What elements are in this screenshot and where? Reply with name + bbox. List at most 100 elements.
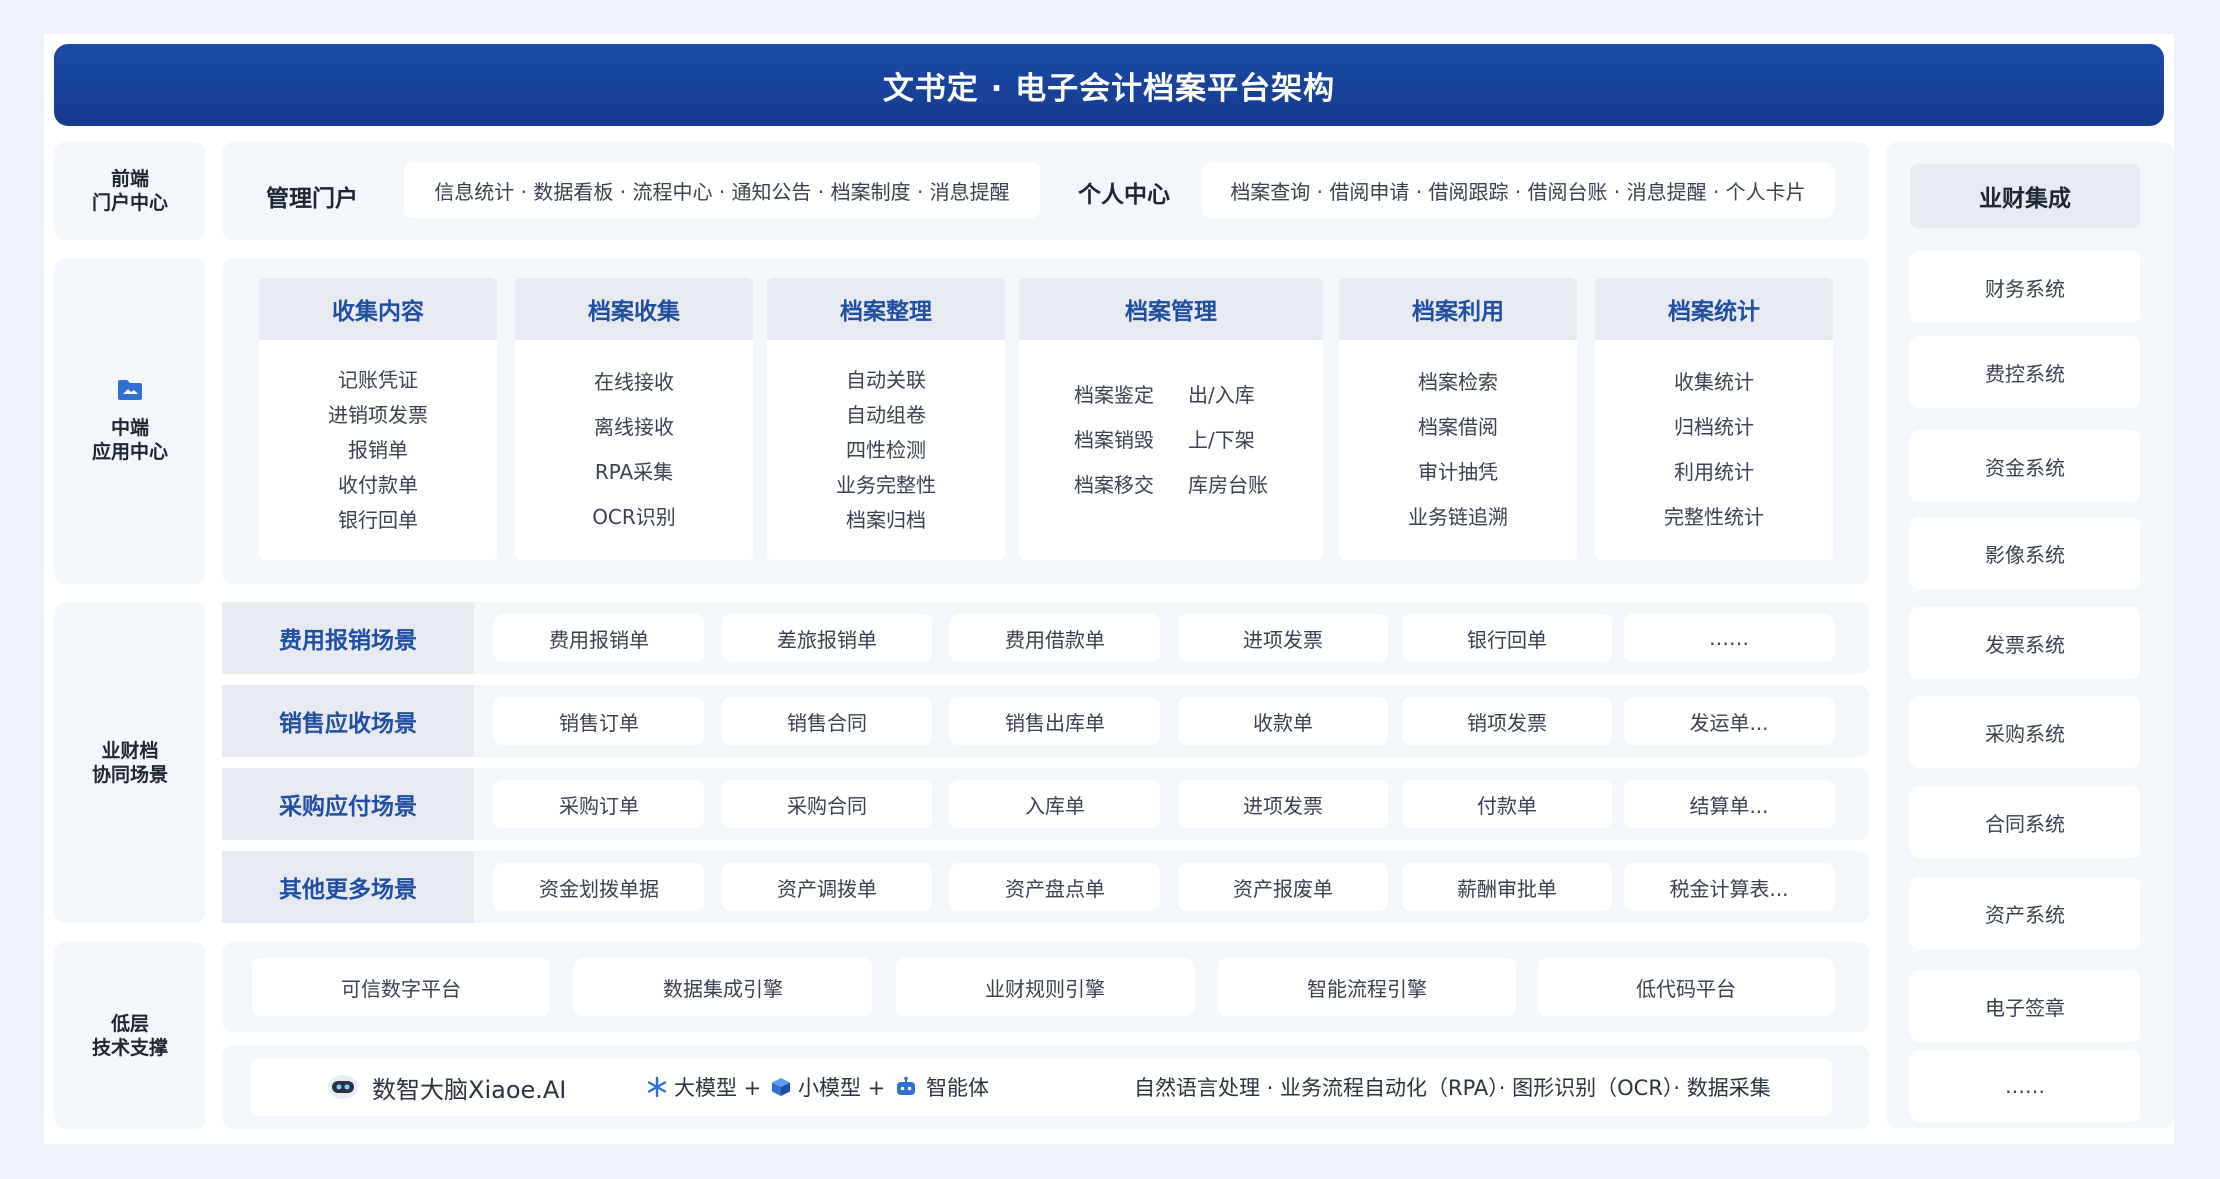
system-item[interactable]: …… <box>1910 1050 2140 1122</box>
scene-item[interactable]: 销售合同 <box>722 697 932 745</box>
platform-item[interactable]: 低代码平台 <box>1538 958 1834 1016</box>
col-item: 审计抽凭 <box>1418 460 1498 484</box>
cube-icon <box>772 1078 790 1096</box>
ai-brand-text: 数智大脑Xiaoe.AI <box>372 1075 567 1104</box>
scene-item[interactable]: 差旅报销单 <box>722 614 932 662</box>
col-item: 档案鉴定 <box>1074 382 1154 407</box>
col-body-archive-collect: 在线接收 离线接收 RPA采集 OCR识别 <box>515 340 753 560</box>
scene-item[interactable]: 付款单 <box>1402 780 1612 828</box>
system-item[interactable]: 费控系统 <box>1910 336 2140 408</box>
layer-label-front: 前端 门户中心 <box>54 142 206 240</box>
layer-label-bottom: 低层 技术支撑 <box>54 942 206 1129</box>
scene-item[interactable]: 进项发票 <box>1178 780 1388 828</box>
col-item: OCR识别 <box>592 505 676 529</box>
col-head-archive-manage: 档案管理 <box>1019 278 1323 340</box>
col-item: 档案销毁 <box>1074 427 1154 452</box>
platform-item[interactable]: 可信数字平台 <box>252 958 550 1016</box>
scene-item[interactable]: 采购订单 <box>494 780 704 828</box>
col-head-archive-stats: 档案统计 <box>1595 278 1833 340</box>
scene-item[interactable]: 销项发票 <box>1402 697 1612 745</box>
scene-item[interactable]: 进项发票 <box>1178 614 1388 662</box>
col-item: 利用统计 <box>1674 460 1754 484</box>
platform-item[interactable]: 数据集成引擎 <box>574 958 872 1016</box>
platform-item[interactable]: 业财规则引擎 <box>896 958 1194 1016</box>
scene-item[interactable]: 银行回单 <box>1402 614 1612 662</box>
scene-item[interactable]: 税金计算表... <box>1624 863 1834 911</box>
col-item: 收付款单 <box>338 472 418 497</box>
col-head-archive-organize: 档案整理 <box>767 278 1005 340</box>
col-item: 银行回单 <box>338 507 418 532</box>
scene-item[interactable]: 结算单... <box>1624 780 1834 828</box>
col-item: 四性检测 <box>846 437 926 462</box>
col-item: 档案借阅 <box>1418 415 1498 439</box>
scene-item[interactable]: 入库单 <box>950 780 1160 828</box>
title-bar: 文书定 · 电子会计档案平台架构 <box>54 44 2164 126</box>
col-item: 档案移交 <box>1074 472 1154 497</box>
col-body-archive-organize: 自动关联 自动组卷 四性检测 业务完整性 档案归档 <box>767 340 1005 560</box>
platform-item[interactable]: 智能流程引擎 <box>1218 958 1516 1016</box>
robot-icon <box>328 1075 358 1099</box>
mgmt-portal-label: 管理门户 <box>266 186 358 212</box>
scene-item[interactable]: 资产报废单 <box>1178 863 1388 911</box>
system-item[interactable]: 采购系统 <box>1910 696 2140 768</box>
layer-label-bottom-text: 低层 技术支撑 <box>91 1012 168 1059</box>
system-item[interactable]: 资产系统 <box>1910 877 2140 949</box>
ai-brand: 数智大脑Xiaoe.AI <box>326 1058 566 1116</box>
col-head-archive-use: 档案利用 <box>1339 278 1577 340</box>
scene-label-other: 其他更多场景 <box>222 851 474 923</box>
ai-model-large-text: 大模型 + <box>674 1076 762 1100</box>
col-body-collect-content: 记账凭证 进销项发票 报销单 收付款单 银行回单 <box>259 340 497 560</box>
scene-label-purchase: 采购应付场景 <box>222 768 474 840</box>
col-body-archive-manage: 档案鉴定 出/入库 档案销毁 上/下架 档案移交 库房台账 <box>1019 340 1323 560</box>
layer-label-middle: 中端 应用中心 <box>54 258 206 584</box>
page-title: 文书定 · 电子会计档案平台架构 <box>882 70 1336 107</box>
col-item: 离线接收 <box>594 415 674 439</box>
col-item: 档案检索 <box>1418 370 1498 394</box>
layer-label-middle-text: 中端 应用中心 <box>91 417 168 463</box>
col-item: 业务完整性 <box>836 472 936 497</box>
ai-agent: 智能体 <box>894 1058 989 1116</box>
snowflake-icon <box>647 1076 667 1098</box>
col-item: 归档统计 <box>1674 415 1754 439</box>
personal-center-label: 个人中心 <box>1078 182 1170 208</box>
col-body-archive-use: 档案检索 档案借阅 审计抽凭 业务链追溯 <box>1339 340 1577 560</box>
ai-agent-text: 智能体 <box>926 1076 989 1100</box>
ai-model-small: 小模型 + <box>770 1058 885 1116</box>
scene-item[interactable]: 销售订单 <box>494 697 704 745</box>
integration-title: 业财集成 <box>1910 164 2140 228</box>
system-item[interactable]: 电子签章 <box>1910 970 2140 1042</box>
layer-label-front-text: 前端 门户中心 <box>91 168 168 214</box>
col-item: 库房台账 <box>1188 472 1268 497</box>
col-body-archive-stats: 收集统计 归档统计 利用统计 完整性统计 <box>1595 340 1833 560</box>
col-item: 收集统计 <box>1674 370 1754 394</box>
system-item[interactable]: 影像系统 <box>1910 517 2140 589</box>
scene-item[interactable]: 费用报销单 <box>494 614 704 662</box>
mgmt-portal-items[interactable]: 信息统计 · 数据看板 · 流程中心 · 通知公告 · 档案制度 · 消息提醒 <box>404 162 1040 218</box>
col-item: 业务链追溯 <box>1408 505 1508 529</box>
ai-capabilities: 自然语言处理 · 业务流程自动化（RPA）· 图形识别（OCR）· 数据采集 <box>1134 1076 1771 1100</box>
col-item: 进销项发票 <box>328 402 428 427</box>
scene-item[interactable]: 发运单... <box>1624 697 1834 745</box>
scene-item[interactable]: …… <box>1624 614 1834 662</box>
system-item[interactable]: 发票系统 <box>1910 607 2140 679</box>
system-item[interactable]: 资金系统 <box>1910 430 2140 502</box>
scene-item[interactable]: 资金划拨单据 <box>494 863 704 911</box>
col-head-collect-content: 收集内容 <box>259 278 497 340</box>
col-item: 记账凭证 <box>338 367 418 392</box>
col-item: 出/入库 <box>1188 382 1255 407</box>
personal-center-items[interactable]: 档案查询 · 借阅申请 · 借阅跟踪 · 借阅台账 · 消息提醒 · 个人卡片 <box>1202 162 1834 218</box>
scene-item[interactable]: 销售出库单 <box>950 697 1160 745</box>
layer-label-scene: 业财档 协同场景 <box>54 602 206 923</box>
scene-item[interactable]: 资产调拨单 <box>722 863 932 911</box>
ai-row: 数智大脑Xiaoe.AI 大模型 + 小模型 + 智能体 自然语言处理 · <box>250 1058 1832 1116</box>
ai-model-small-text: 小模型 + <box>798 1076 886 1100</box>
scene-item[interactable]: 收款单 <box>1178 697 1388 745</box>
scene-item[interactable]: 资产盘点单 <box>950 863 1160 911</box>
scene-item[interactable]: 采购合同 <box>722 780 932 828</box>
system-item[interactable]: 财务系统 <box>1910 251 2140 323</box>
scene-item[interactable]: 费用借款单 <box>950 614 1160 662</box>
col-item: 自动组卷 <box>846 402 926 427</box>
system-item[interactable]: 合同系统 <box>1910 786 2140 858</box>
scene-item[interactable]: 薪酬审批单 <box>1402 863 1612 911</box>
col-head-archive-collect: 档案收集 <box>515 278 753 340</box>
